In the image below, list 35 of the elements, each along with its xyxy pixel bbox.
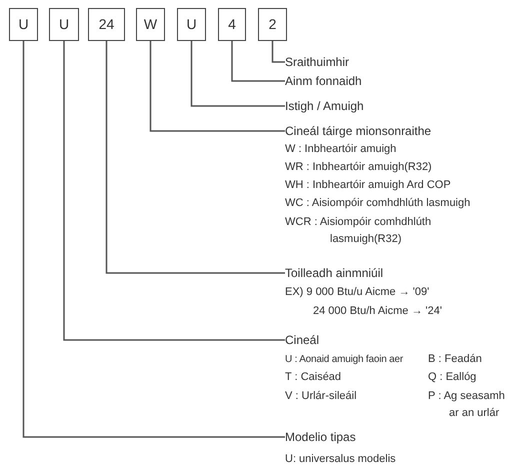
code-box: U: [49, 8, 79, 41]
code-box: 24: [88, 8, 125, 41]
description-text: W : Inbheartóir amuigh: [285, 142, 396, 156]
description-text: WH : Inbheartóir amuigh Ard COP: [285, 178, 451, 192]
field-label: Cineál: [285, 333, 320, 347]
description-text: Q : Eallóg: [428, 370, 476, 384]
code-box: W: [136, 8, 165, 41]
leader-line: [190, 41, 285, 107]
description-text: U : Aonaid amuigh faoin aer: [285, 352, 404, 366]
field-label: Toilleadh ainmniúil: [285, 266, 384, 280]
code-box: U: [9, 8, 38, 41]
field-label: Cineál táirge mionsonraithe: [285, 124, 432, 138]
description-text: WC : Aisiompóir comhdhlúth lasmuigh: [285, 196, 470, 210]
leader-line: [63, 41, 285, 341]
leader-line: [150, 41, 285, 132]
leader-line: [106, 41, 285, 274]
description-text: WCR : Aisiompóir comhdhlúth lasmuigh(R32): [285, 214, 432, 246]
description-text: WR : Inbheartóir amuigh(R32): [285, 160, 432, 174]
field-label: Modelio tipas: [285, 430, 356, 444]
leader-line: [231, 41, 285, 82]
description-text: V : Urlár-sileáil: [285, 388, 357, 404]
code-box: 2: [258, 8, 287, 41]
description-text: U: universalus modelis: [285, 452, 396, 466]
leader-line: [22, 41, 285, 438]
description-text: B : Feadán: [428, 352, 482, 366]
leader-line: [272, 41, 285, 63]
description-text: EX) 9 000 Btu/u Aicme → '09': [285, 284, 430, 300]
field-label: Sraithuimhir: [285, 55, 350, 69]
field-label: Ainm fonnaidh: [285, 74, 362, 88]
field-label: Istigh / Amuigh: [285, 99, 364, 113]
description-text: P : Ag seasamh ar an urlár: [428, 388, 506, 420]
description-text: T : Caiséad: [285, 370, 342, 384]
code-box: U: [177, 8, 206, 41]
code-box: 4: [218, 8, 246, 41]
description-text: 24 000 Btu/h Aicme → '24': [313, 304, 442, 318]
